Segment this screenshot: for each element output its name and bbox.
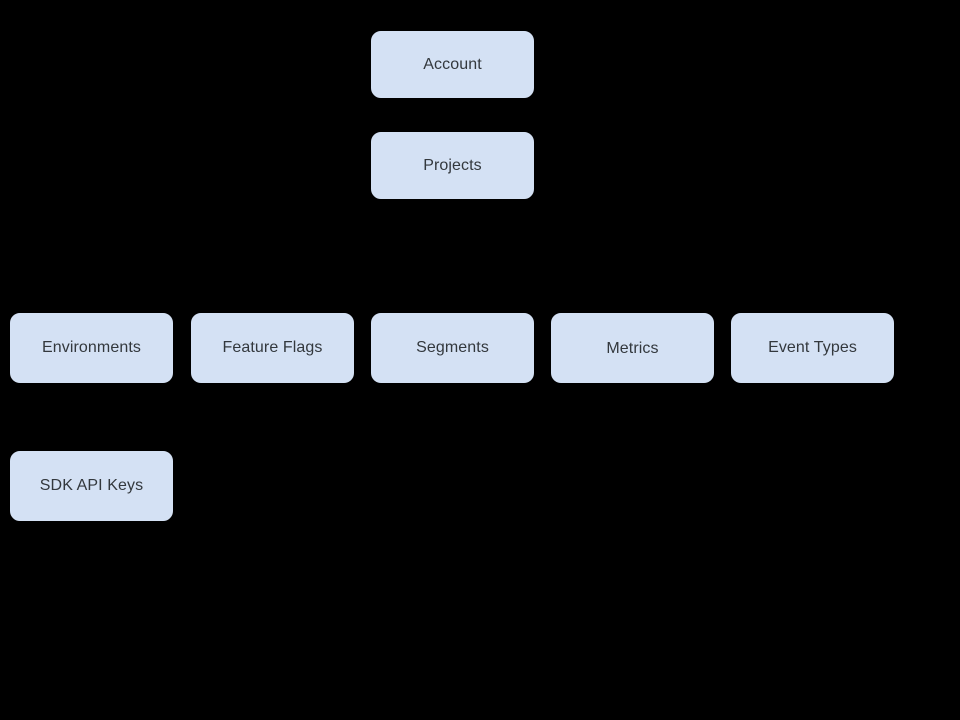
node-segments[interactable]: Segments [371, 313, 534, 383]
node-account[interactable]: Account [371, 31, 534, 98]
node-label: Projects [423, 156, 482, 174]
node-label: Environments [41, 339, 142, 357]
node-metrics[interactable]: Metrics [551, 313, 714, 383]
node-projects[interactable]: Projects [371, 132, 534, 199]
node-label: Account [423, 55, 482, 73]
node-label: Event Types [768, 339, 857, 357]
node-feature-flags[interactable]: Feature Flags [191, 313, 354, 383]
node-label: Metrics [606, 340, 659, 358]
node-label: Segments [416, 339, 489, 357]
node-label: SDK API Keys [39, 477, 144, 495]
node-label: Feature Flags [222, 339, 323, 357]
node-event-types[interactable]: Event Types [731, 313, 894, 383]
node-environments[interactable]: Environments [10, 313, 173, 383]
node-sdk-api-keys[interactable]: SDK API Keys [10, 451, 173, 521]
